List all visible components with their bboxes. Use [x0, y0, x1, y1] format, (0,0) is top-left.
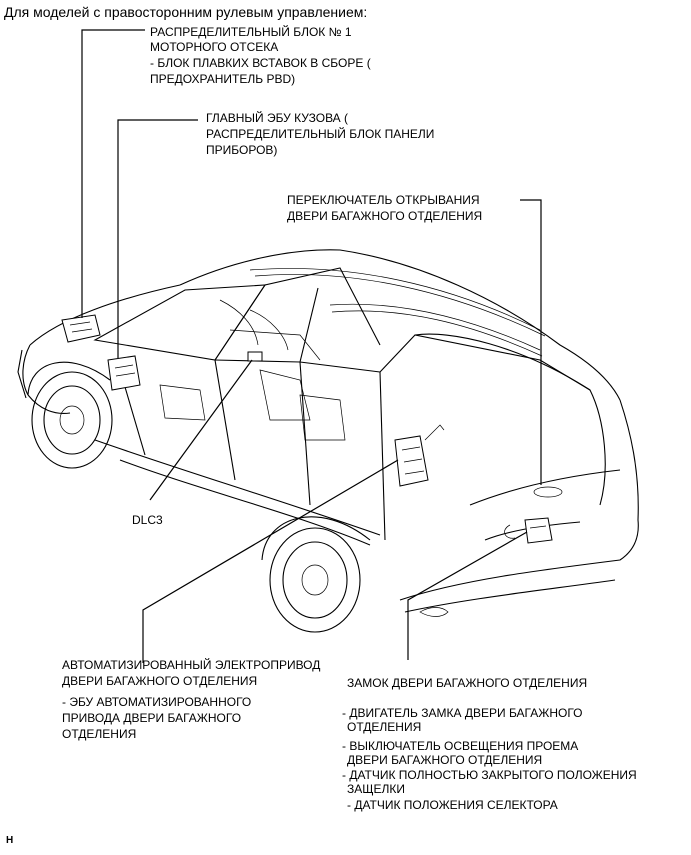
body-ecu-part [107, 355, 141, 391]
label-full-closed-sensor-line1: - ДАТЧИК ПОЛНОСТЬЮ ЗАКРЫТОГО ПОЛОЖЕНИЯ [342, 768, 637, 782]
label-opener-switch-line1: ПЕРЕКЛЮЧАТЕЛЬ ОТКРЫВАНИЯ [287, 193, 480, 207]
tailgate-lock-part [504, 517, 553, 544]
label-power-door-ecu-line3: ОТДЕЛЕНИЯ [62, 727, 137, 741]
label-pawl-sensor: - ДАТЧИК ПОЛОЖЕНИЯ СЕЛЕКТОРА [347, 798, 558, 812]
page-heading: Для моделей с правосторонним рулевым упр… [4, 4, 368, 20]
front-wheel [31, 371, 113, 469]
label-junction-block-line3: - БЛОК ПЛАВКИХ ВСТАВОК В СБОРЕ ( [150, 56, 371, 70]
label-opener-switch-line2: ДВЕРИ БАГАЖНОГО ОТДЕЛЕНИЯ [287, 209, 483, 223]
label-body-ecu-line2: РАСПРЕДЕЛИТЕЛЬНЫЙ БЛОК ПАНЕЛИ [206, 127, 435, 141]
label-courtesy-switch-line1: - ВЫКЛЮЧАТЕЛЬ ОСВЕЩЕНИЯ ПРОЕМА [342, 739, 579, 753]
footer-mark: H [6, 835, 14, 846]
label-power-door-line2: ДВЕРИ БАГАЖНОГО ОТДЕЛЕНИЯ [62, 674, 258, 688]
label-dlc3: DLC3 [132, 513, 163, 527]
label-door-lock: ЗАМОК ДВЕРИ БАГАЖНОГО ОТДЕЛЕНИЯ [347, 676, 588, 690]
label-body-ecu-line3: ПРИБОРОВ) [206, 143, 278, 157]
label-body-ecu-line1: ГЛАВНЫЙ ЭБУ КУЗОВА ( [206, 111, 349, 125]
label-power-door-ecu-line2: ПРИВОДА ДВЕРИ БАГАЖНОГО [62, 711, 242, 725]
dlc3-part [247, 351, 263, 362]
power-door-ecu-part [394, 424, 445, 487]
label-courtesy-switch-line2: ДВЕРИ БАГАЖНОГО ОТДЕЛЕНИЯ [347, 753, 543, 767]
label-lock-motor-line1: - ДВИГАТЕЛЬ ЗАМКА ДВЕРИ БАГАЖНОГО [342, 706, 583, 720]
leader-lines [81, 29, 542, 663]
label-junction-block-line2: МОТОРНОГО ОТСЕКА [150, 40, 279, 54]
label-power-door-line1: АВТОМАТИЗИРОВАННЫЙ ЭЛЕКТРОПРИВОД [62, 658, 321, 672]
front-wheel-arch [27, 361, 111, 396]
label-junction-block-line4: ПРЕДОХРАНИТЕЛЬ PBD) [150, 72, 296, 86]
engine-junction-block-part [61, 314, 101, 343]
rear-wheel [269, 527, 361, 633]
label-full-closed-sensor-line2: ЗАЩЕЛКИ [347, 782, 405, 796]
label-junction-block-line1: РАСПРЕДЕЛИТЕЛЬНЫЙ БЛОК № 1 [150, 25, 352, 39]
label-lock-motor-line2: ОТДЕЛЕНИЯ [347, 720, 422, 734]
label-power-door-ecu-line1: - ЭБУ АВТОМАТИЗИРОВАННОГО [62, 695, 252, 709]
